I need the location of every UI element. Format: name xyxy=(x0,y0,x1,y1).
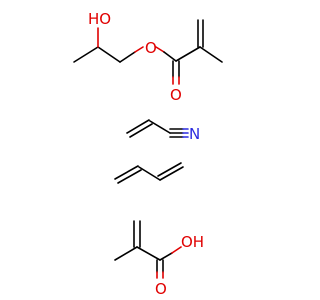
double-bond xyxy=(157,162,182,177)
chemical-structures-canvas: HO O O N OH O xyxy=(73,10,223,298)
carbonyl-oxygen-label: O xyxy=(170,86,182,104)
double-bond xyxy=(117,169,142,184)
double-bond xyxy=(129,123,153,138)
double-bond xyxy=(159,166,184,181)
bond-to-hydroxyl xyxy=(171,246,182,254)
ester-oxygen-label: O xyxy=(145,39,157,57)
carbonyl-oxygen-label: O xyxy=(155,280,167,298)
bond xyxy=(73,46,99,63)
bond xyxy=(149,120,171,134)
double-bond xyxy=(126,119,150,134)
bond-to-ester-oxygen xyxy=(134,46,144,53)
molecule-butadiene xyxy=(114,162,184,184)
molecule-hydroxypropyl-methacrylate: HO O O xyxy=(73,10,223,104)
molecule-methacrylic-acid: OH O xyxy=(114,220,204,298)
bond xyxy=(159,252,173,261)
bond xyxy=(119,51,136,63)
bond-from-ester-oxygen xyxy=(155,46,165,53)
molecule-acrylonitrile: N xyxy=(126,119,200,143)
bond xyxy=(163,51,177,62)
bond xyxy=(114,246,138,261)
bond xyxy=(175,46,201,62)
bond xyxy=(138,166,161,181)
hydroxyl-label: OH xyxy=(181,233,204,251)
nitrogen-label: N xyxy=(189,125,200,143)
bond xyxy=(136,246,161,261)
hydroxyl-label: HO xyxy=(88,10,111,28)
double-bond xyxy=(114,165,139,180)
bond xyxy=(97,46,121,63)
bond xyxy=(199,46,223,63)
